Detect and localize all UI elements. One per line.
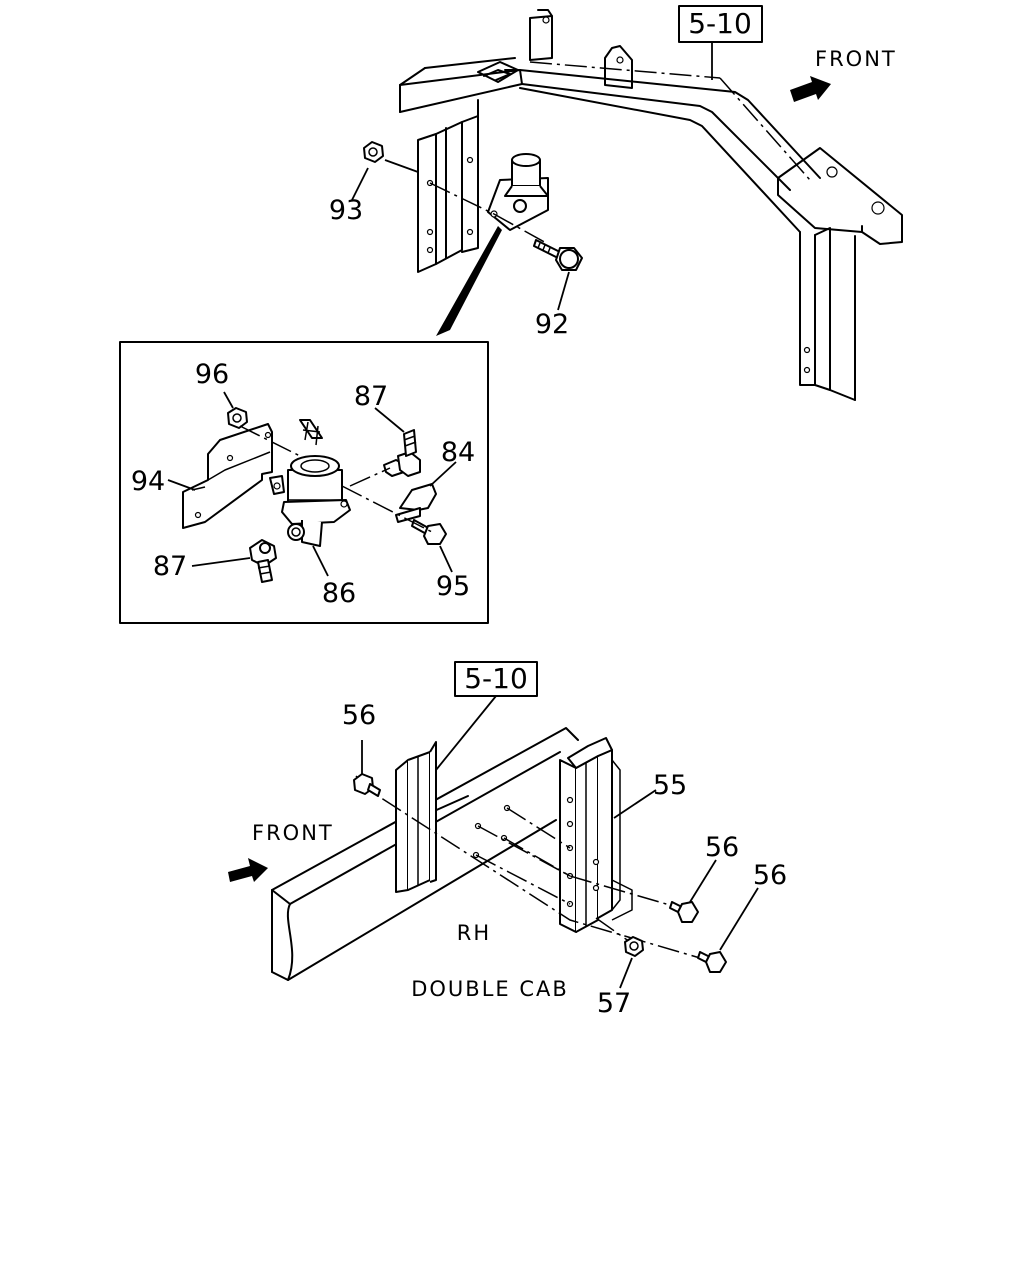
callout-55: 55	[653, 770, 687, 801]
callout-95: 95	[436, 571, 470, 602]
front-arrow-bottom-icon	[228, 858, 268, 882]
callout-93: 93	[329, 195, 363, 226]
callout-57: 57	[597, 988, 631, 1019]
rh-label: RH	[457, 921, 491, 945]
callout-56-right-lower: 56	[753, 860, 787, 891]
callout-86: 86	[322, 578, 356, 609]
callout-84: 84	[441, 437, 475, 468]
detail-frame	[119, 341, 489, 624]
bracket-94	[182, 423, 273, 529]
front-arrow-top-icon	[790, 76, 831, 102]
ref-box-bottom-label: 5-10	[464, 662, 528, 695]
double-cab-label: DOUBLE CAB	[411, 977, 569, 1001]
ref-box-top	[678, 5, 763, 43]
ref-box-top-label: 5-10	[688, 7, 752, 40]
front-label-top: FRONT	[815, 47, 897, 71]
front-label-bottom: FRONT	[252, 821, 334, 845]
callout-87-top: 87	[354, 381, 388, 412]
callout-92: 92	[535, 309, 569, 340]
callout-87-bottom: 87	[153, 551, 187, 582]
ref-box-bottom	[454, 661, 538, 697]
top-frame-assembly: 5-10 FRONT 93 92	[329, 5, 903, 401]
bottom-frame-assembly: 5-10 FRONT RH DOUBLE CAB 56 55 56 56 57	[228, 661, 787, 1019]
callout-96: 96	[195, 359, 229, 390]
callout-94: 94	[131, 466, 165, 497]
detail-view: 96 87 84 94 87 86 95	[119, 341, 489, 624]
callout-56-right-upper: 56	[705, 832, 739, 863]
callout-56-left: 56	[342, 700, 376, 731]
